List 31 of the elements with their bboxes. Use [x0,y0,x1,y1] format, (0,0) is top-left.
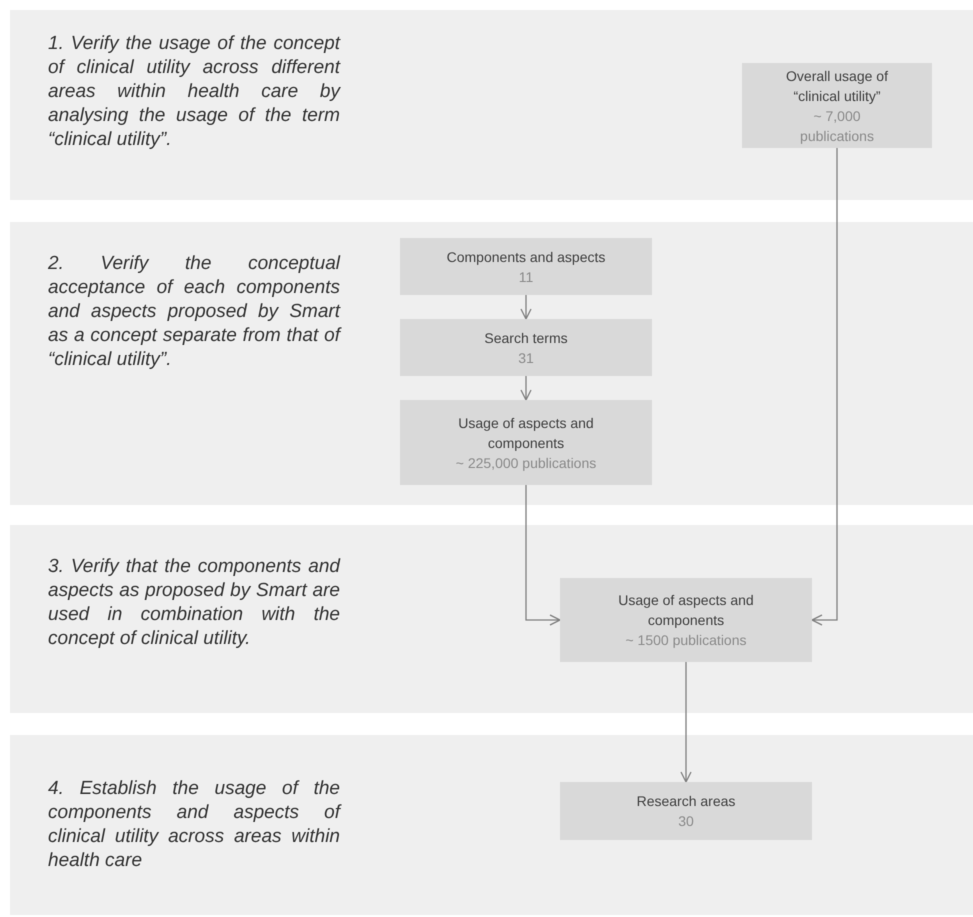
box-value: ~ 225,000 publications [456,454,596,472]
arrow [525,485,561,626]
box-title: Components and aspects [446,248,606,266]
step-band [10,525,973,713]
step-band [10,222,973,505]
box-value: ~ 7,000 publications [799,106,875,146]
box-title: Usage of aspects and components [457,414,595,452]
step-description: 4. Establish the usage of the components and aspects of clinical utility across areas within health care [48,777,340,873]
box-value: 11 [518,268,534,286]
box-title: Research areas [636,792,736,811]
step-band [10,735,973,915]
box-title: Usage of aspects and components [617,591,755,630]
process-box [742,63,932,148]
step-description: 1. Verify the usage of the concept of clinical utility across different areas within health care by analysing the usage of the term “clinical utility”. [48,32,340,152]
process-box [560,782,812,840]
arrow [680,662,692,783]
step-description: 2. Verify the conceptual acceptance of each components and aspects proposed by Smart as a concept separate from that of “clinical utility”. [48,252,340,372]
box-title: Search terms [484,328,568,348]
box-value: 31 [518,348,534,368]
box-value: 30 [678,812,694,831]
arrow [811,148,838,626]
box-value: ~ 1500 publications [625,631,747,650]
box-title: Overall usage of “clinical utility” [785,66,889,106]
process-box [400,400,652,485]
process-box [560,578,812,662]
step-band [10,10,973,200]
arrow [520,376,532,401]
process-box [400,238,652,295]
step-description: 3. Verify that the components and aspects as proposed by Smart are used in combination with the concept of clinical utility. [48,555,340,651]
process-box [400,319,652,376]
arrow [520,295,532,320]
